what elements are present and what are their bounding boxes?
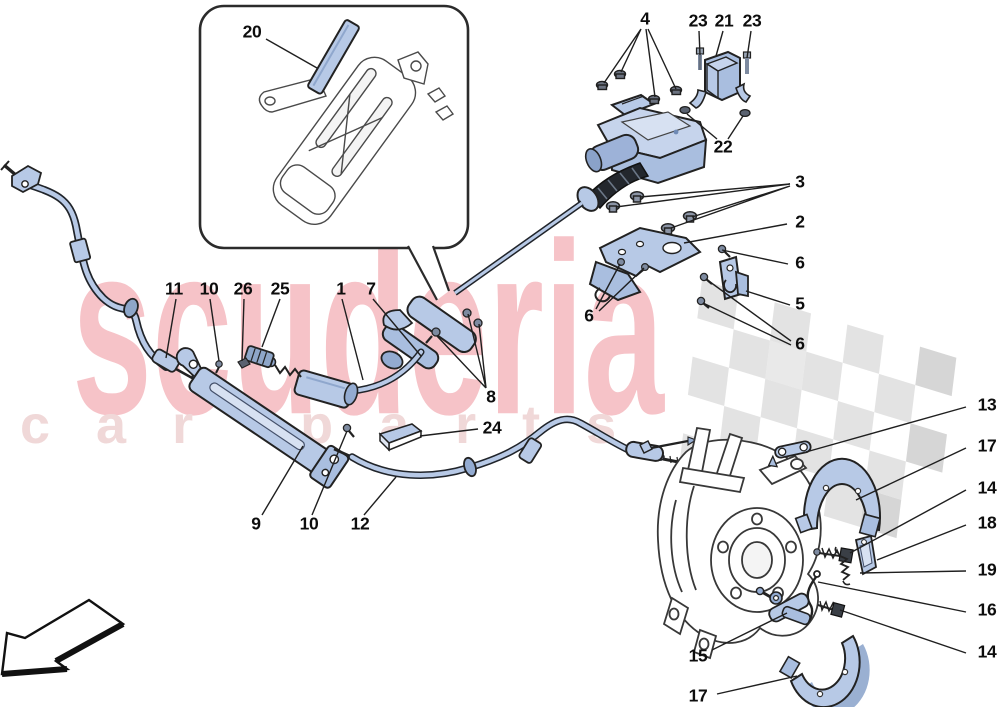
part-13-link <box>767 440 812 468</box>
part-17-shoe-lower <box>778 634 870 707</box>
part-label-14b: 14 <box>977 641 997 662</box>
part-label-13: 13 <box>977 394 997 415</box>
part-label-8: 8 <box>486 386 496 407</box>
part-20-bracket <box>258 51 455 225</box>
part-label-20: 20 <box>242 21 262 42</box>
part-equalizer <box>348 295 483 395</box>
part-label-6c: 6 <box>795 333 805 354</box>
part-4-nuts <box>595 69 683 105</box>
part-label-12: 12 <box>350 513 370 534</box>
part-label-10b: 10 <box>299 513 319 534</box>
part-label-7: 7 <box>366 278 376 299</box>
part-label-14a: 14 <box>977 477 997 498</box>
part-20-strip <box>307 19 360 95</box>
part-label-24: 24 <box>482 417 502 438</box>
leader-lines <box>165 28 967 695</box>
part-12-cable <box>333 415 698 479</box>
part-label-6b: 6 <box>584 305 594 326</box>
part-label-26: 26 <box>233 278 253 299</box>
part-14-spring-upper <box>813 547 854 564</box>
part-label-23a: 23 <box>688 10 708 31</box>
direction-arrow-icon <box>0 598 126 677</box>
part-19-spring <box>834 546 851 586</box>
part-label-17b: 17 <box>688 685 708 706</box>
part-label-25: 25 <box>270 278 290 299</box>
part-2-bracket <box>588 226 702 303</box>
part-label-3: 3 <box>795 171 805 192</box>
part-18-bracket <box>854 534 877 576</box>
part-wheel-knuckle <box>656 426 822 660</box>
part-17-shoe-upper <box>794 457 882 538</box>
part-label-11: 11 <box>165 278 183 299</box>
part-label-18: 18 <box>977 512 997 533</box>
part-label-15: 15 <box>688 645 708 666</box>
part-11-fitting <box>151 348 180 373</box>
part-label-16: 16 <box>977 599 997 620</box>
part-label-5: 5 <box>795 293 805 314</box>
part-label-21: 21 <box>714 10 734 31</box>
part-label-1: 1 <box>336 278 346 299</box>
part-26-clip <box>237 357 251 369</box>
part-label-19: 19 <box>977 559 997 580</box>
part-label-17a: 17 <box>977 435 997 456</box>
part-21-bracket <box>688 50 752 109</box>
part-label-23b: 23 <box>742 10 762 31</box>
part-label-2: 2 <box>795 211 805 232</box>
part-label-10a: 10 <box>199 278 219 299</box>
part-label-9: 9 <box>251 513 261 534</box>
part-10-bolt-upper <box>215 360 223 374</box>
part-label-6a: 6 <box>795 252 805 273</box>
part-25-block <box>244 345 275 369</box>
part-15-lever <box>755 586 811 626</box>
part-actuator <box>453 93 708 296</box>
part-1-adjuster <box>265 356 359 409</box>
part-label-4: 4 <box>640 8 650 29</box>
part-24-wedge <box>378 423 423 452</box>
callout-box <box>198 4 470 301</box>
part-label-22: 22 <box>713 136 733 157</box>
part-5-clamp <box>718 255 749 301</box>
part-14-spring-lower <box>817 600 846 618</box>
part-22-clips <box>679 105 751 118</box>
